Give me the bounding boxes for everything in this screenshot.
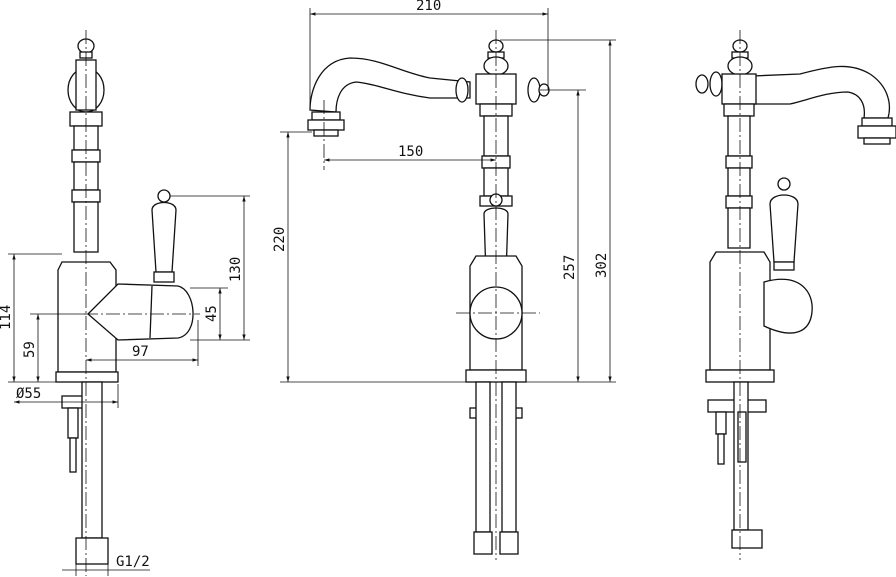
dim-width-top: 210 <box>416 0 441 14</box>
dim-handle-height: 130 <box>228 257 244 282</box>
dim-total-height: 302 <box>594 253 610 278</box>
side-view <box>55 30 200 576</box>
dim-height-257: 257 <box>562 255 578 280</box>
dim-spout-reach: 150 <box>398 144 423 160</box>
rear-view <box>695 30 896 560</box>
dim-handle-center: 45 <box>204 305 220 322</box>
dim-base-diameter: Ø55 <box>16 386 41 402</box>
dim-thread: G1/2 <box>116 554 150 570</box>
dim-spout-height: 220 <box>272 227 288 252</box>
dim-body-height: 114 <box>0 305 14 330</box>
front-view-dimensions: 210 150 220 257 302 <box>272 0 616 383</box>
front-view <box>307 30 550 560</box>
dim-handle-offset: 97 <box>132 344 149 360</box>
side-view-dimensions: 130 45 114 59 97 Ø55 G1/2 <box>0 195 250 576</box>
dim-handle-axis: 59 <box>22 341 38 358</box>
